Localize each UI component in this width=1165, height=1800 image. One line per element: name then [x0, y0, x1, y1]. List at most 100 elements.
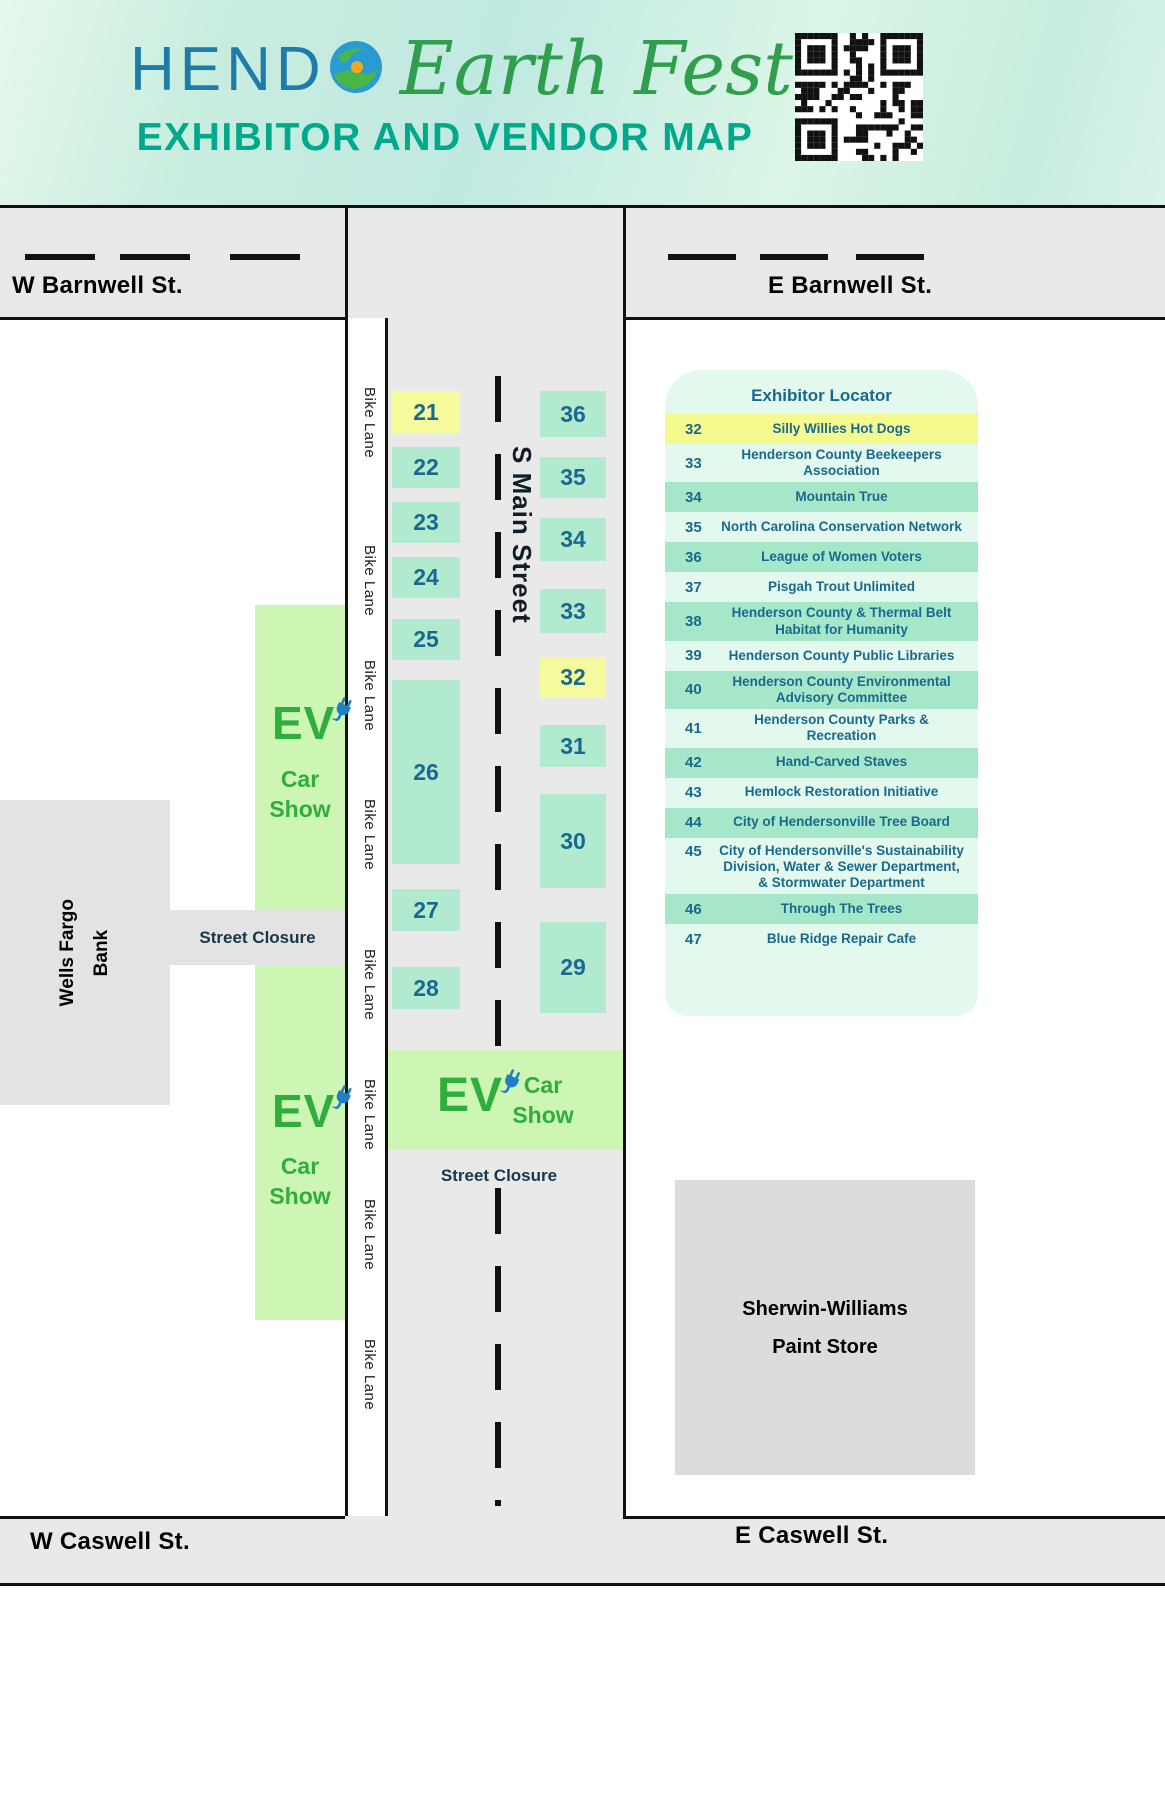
show-label: Show [269, 795, 331, 822]
main-street-centerline-lower [495, 1188, 501, 1506]
locator-row-46: 46 Through The Trees [665, 894, 978, 925]
ev-label: EV [272, 1085, 352, 1134]
booth-26: 26 [392, 680, 460, 864]
booth-32: 32 [540, 657, 606, 698]
bike-lane-label: Bike Lane [361, 1198, 378, 1271]
locator-name: City of Hendersonville's Sustainability … [719, 842, 964, 890]
wells-fargo-line1: Wells Fargo [56, 898, 78, 1007]
ev-label: EV [437, 1069, 521, 1120]
locator-num: 47 [685, 930, 702, 948]
qr-code [795, 33, 923, 161]
locator-name: Silly Willies Hot Dogs [772, 420, 911, 436]
main-street-east-edge [623, 205, 626, 1516]
globe-icon [328, 39, 384, 100]
brand-row: HEND Earth Fest [130, 26, 793, 112]
locator-row-43: 43 Hemlock Restoration Initiative [665, 778, 978, 808]
locator-name: Hemlock Restoration Initiative [744, 784, 939, 800]
bike-lane-west-edge [345, 205, 348, 1516]
street-closure-label-center: Street Closure [440, 1166, 558, 1185]
bike-lane-label: Bike Lane [361, 386, 378, 459]
locator-row-42: 42 Hand-Carved Staves [665, 747, 978, 778]
locator-num: 37 [685, 578, 702, 596]
booth-34: 34 [540, 518, 606, 561]
ev-plug-icon [323, 681, 366, 734]
booth-31: 31 [540, 725, 606, 767]
street-label-e-barnwell: E Barnwell St. [768, 272, 933, 299]
locator-row-36: 36 League of Women Voters [665, 542, 978, 573]
bike-lane-label: Bike Lane [361, 948, 378, 1021]
ev-car-show-block [388, 1050, 623, 1150]
show-label: Show [269, 1182, 331, 1209]
car-label: Car [280, 766, 320, 792]
booth-28: 28 [392, 967, 460, 1009]
bike-lane-label: Bike Lane [361, 798, 378, 871]
ev-plug-icon [323, 1069, 366, 1122]
lane-marking [230, 254, 300, 260]
locator-name: League of Women Voters [761, 549, 922, 565]
caswell-top-edge-east [623, 1516, 1165, 1519]
locator-num: 38 [685, 613, 702, 631]
booth-36: 36 [540, 391, 606, 437]
locator-row-40: 40 Henderson County Environmental Adviso… [665, 670, 978, 710]
locator-num: 36 [685, 548, 702, 566]
booth-35: 35 [540, 457, 606, 498]
locator-row-33: 33 Henderson County Beekeepers Associati… [665, 444, 978, 482]
locator-num: 32 [685, 420, 702, 438]
booth-22: 22 [392, 447, 460, 488]
locator-name: Hand-Carved Staves [775, 754, 908, 770]
locator-num: 45 [685, 842, 702, 860]
car-label: Car [280, 1153, 320, 1179]
locator-row-45: 45 City of Hendersonville's Sustainabili… [665, 838, 978, 895]
car-show-label: Car Show [255, 1152, 345, 1212]
bike-lane-label: Bike Lane [361, 659, 378, 732]
barnwell-top-edge [0, 205, 1165, 208]
show-label: Show [512, 1101, 574, 1128]
wells-fargo-line2: Bank [91, 929, 112, 976]
locator-row-32: 32 Silly Willies Hot Dogs [665, 414, 978, 444]
lane-marking [668, 254, 736, 260]
car-label: Car [523, 1072, 563, 1098]
booth-33: 33 [540, 589, 606, 633]
lane-marking [120, 254, 190, 260]
ev-plug-icon [490, 1053, 534, 1107]
lane-marking [760, 254, 828, 260]
locator-num: 33 [685, 454, 702, 472]
caswell-top-edge-west [0, 1516, 345, 1519]
street-label-e-caswell: E Caswell St. [735, 1522, 889, 1549]
header-banner: HEND Earth Fest EXHIBITOR AND VENDOR MAP [0, 0, 1165, 205]
locator-row-34: 34 Mountain True [665, 482, 978, 513]
lane-marking [856, 254, 924, 260]
street-label-w-barnwell: W Barnwell St. [12, 272, 183, 299]
locator-row-35: 35 North Carolina Conservation Network [665, 512, 978, 542]
wells-fargo-bank-building: Wells Fargo Bank [0, 800, 170, 1105]
street-label-w-caswell: W Caswell St. [30, 1528, 190, 1555]
brand-earth-fest: Earth Fest [399, 26, 793, 112]
booth-30: 30 [540, 794, 606, 888]
locator-num: 39 [685, 647, 702, 665]
exhibitor-locator-panel: Exhibitor Locator 32 Silly Willies Hot D… [665, 370, 978, 1016]
locator-num: 42 [685, 754, 702, 771]
locator-num: 43 [685, 784, 702, 801]
ev-label: EV [272, 697, 352, 746]
locator-row-38: 38 Henderson County & Thermal Belt Habit… [665, 602, 978, 641]
sherwin-williams-label: Sherwin-Williams Paint Store [742, 1290, 907, 1366]
street-closure-label: Street Closure [199, 927, 316, 947]
bike-lane-label: Bike Lane [361, 1078, 378, 1151]
locator-num: 41 [685, 719, 702, 737]
bike-lane-east-edge [385, 318, 388, 1516]
street-closure-band-west: Street Closure [170, 910, 345, 965]
car-show-label: Car Show [503, 1071, 583, 1131]
booth-27: 27 [392, 889, 460, 931]
locator-row-44: 44 City of Hendersonville Tree Board [665, 807, 978, 838]
brand-hendo: HEND [130, 34, 326, 104]
locator-row-37: 37 Pisgah Trout Unlimited [665, 572, 978, 602]
locator-name: Through The Trees [780, 900, 903, 916]
booth-21: 21 [392, 391, 460, 433]
barnwell-bottom-edge-west [0, 317, 345, 320]
locator-num: 34 [685, 488, 702, 506]
sherwin-line1: Sherwin-Williams [742, 1297, 908, 1320]
locator-name: Blue Ridge Repair Cafe [766, 930, 917, 946]
page-title: EXHIBITOR AND VENDOR MAP [136, 116, 754, 159]
locator-name: North Carolina Conservation Network [721, 519, 962, 535]
